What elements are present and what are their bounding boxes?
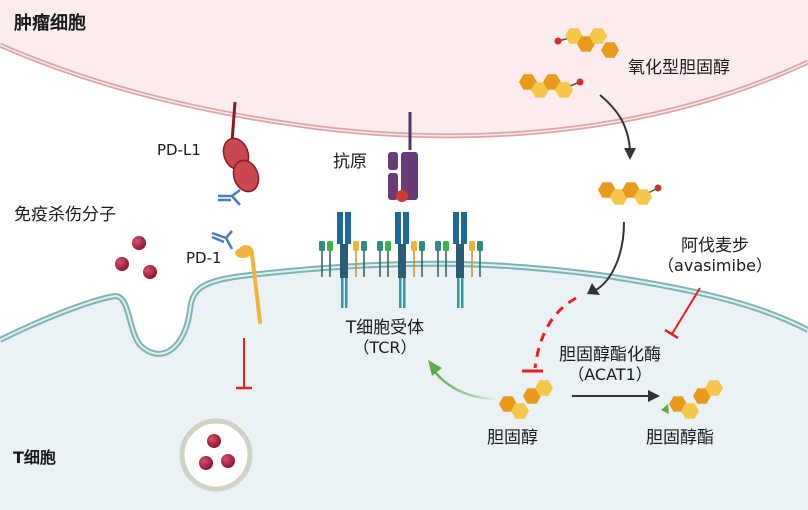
cholesterol-molecule [499,380,553,419]
antigen-label: 抗原 [333,152,367,172]
oxidized-cholesterol-molecule [598,182,662,205]
antigen-mhc [388,112,418,202]
acat1-en: （ACAT1） [568,365,652,384]
tcr-cn: T细胞受体 [345,318,425,338]
pd-l1-protein [222,101,260,193]
tumor-cell [0,0,808,139]
oxidized-cholesterol-inhibit-arrow [522,221,625,373]
anti-pd-1-antibody [211,230,234,250]
pd-l1-label: PD-L1 [157,141,201,159]
cholesteryl-ester-label: 胆固醇酯 [646,428,714,448]
cholesterol-label: 胆固醇 [487,428,538,448]
tcr-label: T细胞受体 （TCR） [330,318,440,358]
avasimibe-cn: 阿伐麦步 [681,236,749,256]
pd-1-protein [235,245,262,324]
oxidized-cholesterol-label: 氧化型胆固醇 [628,58,730,78]
pd-1-label: PD-1 [186,249,222,267]
cholesterol-molecules [499,28,723,419]
oxidized-cholesterol-molecule [554,28,619,58]
tcr-complex [435,212,483,308]
tumor-cell-label: 肿瘤细胞 [14,13,86,34]
cholesteryl-ester-molecule [661,380,723,419]
t-cell-label: T细胞 [13,448,56,467]
tcr-complex [377,212,425,308]
oxidized-cholesterol-entry-arrow [599,94,636,160]
cytotoxic-molecules-label: 免疫杀伤分子 [14,205,116,225]
oxidized-cholesterol-molecule [519,74,584,98]
tcr-complexes [319,212,483,308]
acat1-conversion-arrow [572,390,660,402]
tcr-complex [319,212,367,308]
cholesterol-to-tcr-arrow [428,360,496,401]
acat1-cn: 胆固醇酯化酶 [559,345,661,365]
pd-1-inhibition-arrow [236,338,252,390]
avasimibe-inhibit-arrow [664,287,701,340]
anti-pd-l1-antibody [218,189,241,206]
acat1-label: 胆固醇酯化酶 （ACAT1） [545,345,675,385]
cytotoxic-vesicle [179,418,253,492]
avasimibe-label: 阿伐麦步 （avasimibe） [650,236,780,276]
cytotoxic-granules [115,236,157,279]
tcr-en: （TCR） [353,338,417,357]
avasimibe-en: （avasimibe） [658,256,772,275]
